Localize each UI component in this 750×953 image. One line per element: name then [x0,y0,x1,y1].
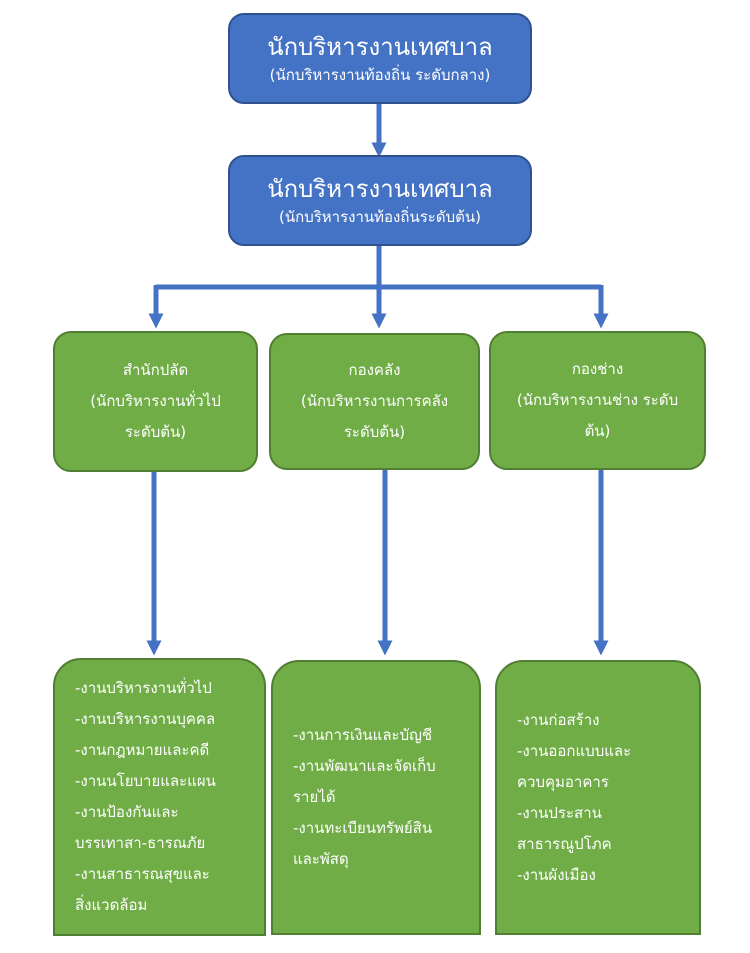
duty-item: -งานบริหารงานทั่วไป [75,679,212,697]
dept-box-right: กองช่าง (นักบริหารงานช่าง ระดับ ต้น) [489,331,706,470]
second-executive-title: นักบริหารงานเทศบาล [267,174,493,203]
dept-right-line: ต้น) [584,422,611,440]
dept-box-left: สำนักปลัด (นักบริหารงานทั่วไป ระดับต้น) [53,331,258,472]
dept-right-line: กองช่าง [571,360,624,378]
duty-item: -งานประสาน [517,803,602,822]
duty-item: -งานบริหารงานบุคคล [75,710,216,728]
duty-item: -งานผังเมือง [517,865,596,884]
duties-box-middle: -งานการเงินและบัญชี -งานพัฒนาและจัดเก็บ … [271,660,481,935]
duty-item: รายได้ [293,788,336,806]
duty-item: -งานการเงินและบัญชี [293,726,433,744]
dept-left-line: (นักบริหารงานทั่วไป [90,392,221,410]
top-executive-subtitle: (นักบริหารงานท้องถิ่น ระดับกลาง) [269,65,491,84]
duty-item: -งานพัฒนาและจัดเก็บ [293,757,436,775]
top-executive-title: นักบริหารงานเทศบาล [267,32,493,61]
duties-box-right: -งานก่อสร้าง -งานออกแบบและ ควบคุมอาคาร -… [495,660,701,935]
second-executive-subtitle: (นักบริหารงานท้องถิ่นระดับต้น) [279,207,481,226]
dept-box-middle: กองคลัง (นักบริหารงานการคลัง ระดับต้น) [269,333,480,470]
duty-item: สาธารณูปโภค [517,834,612,853]
duty-item: -งานก่อสร้าง [517,710,600,729]
top-executive-box: นักบริหารงานเทศบาล (นักบริหารงานท้องถิ่น… [228,13,532,104]
duty-item: -งานทะเบียนทรัพย์สิน [293,819,433,837]
duty-item: -งานออกแบบและ [517,741,632,760]
dept-middle-line: กองคลัง [348,361,401,379]
duty-item: -งานนโยบายและแผน [75,772,216,790]
dept-right-line: (นักบริหารงานช่าง ระดับ [516,391,679,409]
duty-item: ควบคุมอาคาร [517,772,609,791]
second-executive-box: นักบริหารงานเทศบาล (นักบริหารงานท้องถิ่น… [228,155,532,246]
dept-middle-line: ระดับต้น) [343,423,406,441]
duty-item: และพัสดุ [293,850,349,868]
duties-box-left: -งานบริหารงานทั่วไป -งานบริหารงานบุคคล -… [53,658,266,936]
duty-item: -งานป้องกันและ [75,803,179,821]
duty-item: -งานสาธารณสุขและ [75,865,210,883]
duty-item: สิ่งแวดล้อม [75,896,148,914]
dept-left-line: สำนักปลัด [122,361,189,379]
dept-middle-line: (นักบริหารงานการคลัง [300,392,449,410]
duty-item: -งานกฎหมายและคดี [75,741,210,759]
duty-item: บรรเทาสา-ธารณภัย [75,834,206,852]
dept-left-line: ระดับต้น) [124,423,187,441]
